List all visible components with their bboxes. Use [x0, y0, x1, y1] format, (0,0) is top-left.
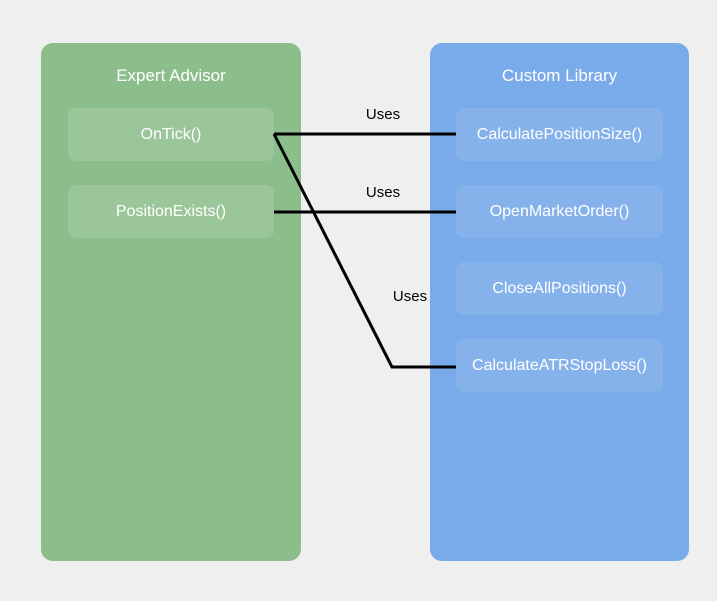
connector-ontick-to-calculateatrstoploss	[272, 133, 456, 369]
edge-label-uses-3: Uses	[392, 288, 428, 305]
edge-label-uses-2: Uses	[365, 184, 401, 201]
node-group-expert-advisor: Expert Advisor OnTick() PositionExists()	[41, 43, 301, 561]
node-item-ontick: OnTick()	[68, 108, 274, 161]
group-title-custom-library: Custom Library	[501, 66, 618, 85]
node-item-openmarketorder: OpenMarketOrder()	[456, 185, 663, 238]
node-item-closeallpositions: CloseAllPositions()	[456, 262, 663, 315]
node-item-calculateatrstoploss: CalculateATRStopLoss()	[456, 339, 663, 392]
node-item-positionexists: PositionExists()	[68, 185, 274, 238]
node-group-custom-library: Custom Library CalculatePositionSize() O…	[430, 43, 689, 561]
edge-label-uses-1: Uses	[365, 106, 401, 123]
node-item-calculatepositionsize: CalculatePositionSize()	[456, 108, 663, 161]
group-title-expert-advisor: Expert Advisor	[116, 66, 226, 85]
